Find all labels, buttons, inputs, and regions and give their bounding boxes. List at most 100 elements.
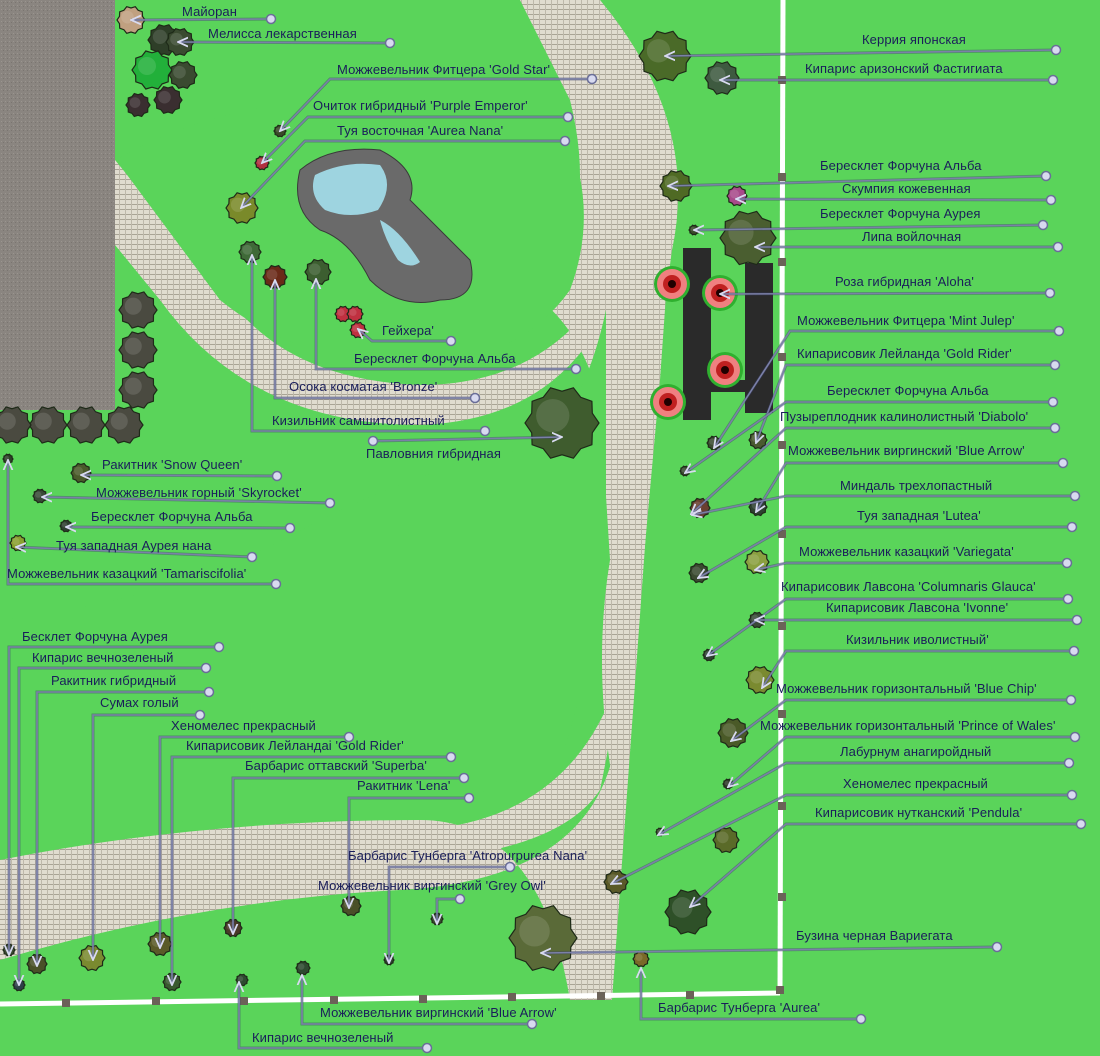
plant-label: Ракитник 'Snow Queen' — [102, 457, 243, 472]
leader-anchor-dot — [343, 731, 355, 743]
leader-anchor-dot — [270, 578, 282, 590]
plant-label: Кипарис вечнозеленый — [32, 650, 174, 665]
plant-label: Хеномелес прекрасный — [843, 776, 988, 791]
leader-line — [541, 941, 1003, 954]
plant-label: Роза гибридная 'Aloha' — [835, 274, 974, 289]
plant-symbol — [304, 258, 332, 286]
leader-anchor-dot — [570, 363, 582, 375]
plant-label: Кизильник иволистный' — [846, 632, 989, 647]
plant-symbol — [70, 462, 92, 484]
plant-label: Можжевельник горный 'Skyrocket' — [96, 485, 302, 500]
plant-label: Бересклет Форчуна Альба — [820, 158, 982, 173]
leader-anchor-dot — [458, 772, 470, 784]
leader-anchor-dot — [1066, 789, 1078, 801]
leader-anchor-dot — [1071, 614, 1083, 626]
lawn-island — [0, 310, 606, 845]
plant-label: Можжевельник казацкий 'Variegata' — [799, 544, 1014, 559]
leader-line — [302, 975, 538, 1030]
leader-line — [241, 135, 571, 209]
plant-label: Бересклет Форчуна Альба — [354, 351, 516, 366]
leader-anchor-dot — [586, 73, 598, 85]
leader-anchor-dot — [1045, 194, 1057, 206]
plant-label: Бересклет Форчуна Альба — [827, 383, 989, 398]
rose-bush — [707, 352, 743, 388]
plant-label: Можжевельник горизонтальный 'Blue Chip' — [776, 681, 1037, 696]
leader-anchor-dot — [469, 392, 481, 404]
leader-anchor-dot — [559, 135, 571, 147]
plant-label: Ракитник гибридный — [51, 673, 177, 688]
leader-line — [93, 709, 206, 961]
leader-line — [720, 287, 1056, 299]
leader-anchor-dot — [1049, 359, 1061, 371]
plant-label: Туя западная 'Lutea' — [857, 508, 981, 523]
plant-label: Пузыреплодник калинолистный 'Diabolo' — [780, 409, 1029, 424]
plant-label: Барбарис Тунберга 'Aurea' — [658, 1000, 821, 1015]
leader-line — [262, 111, 574, 164]
leader-anchor-dot — [1044, 287, 1056, 299]
plant-symbol — [508, 905, 578, 971]
leader-anchor-dot — [1057, 457, 1069, 469]
leader-anchor-dot — [1069, 731, 1081, 743]
leader-line — [172, 751, 457, 986]
plant-symbol — [632, 950, 650, 968]
leader-line — [760, 645, 1080, 689]
leader-anchor-dot — [203, 686, 215, 698]
leader-line — [728, 731, 1081, 788]
plant-symbol — [104, 406, 144, 444]
plant-label: Бузина черная Вариегата — [796, 928, 953, 943]
plant-label: Кипарисовик нутканский 'Pendula' — [815, 805, 1023, 820]
plant-label: Туя западная Аурея нана — [56, 538, 212, 553]
leader-anchor-dot — [1065, 694, 1077, 706]
plant-symbol — [726, 185, 748, 207]
leader-anchor-dot — [454, 893, 466, 905]
leader-anchor-dot — [213, 641, 225, 653]
plant-label: Миндаль трехлопастный — [840, 478, 993, 493]
leader-anchor-dot — [367, 435, 379, 447]
plant-label: Мелисса лекарственная — [208, 26, 357, 41]
plant-symbol — [745, 666, 775, 694]
plant-symbol — [118, 331, 158, 369]
plant-symbol — [524, 387, 600, 459]
plant-label: Кипарисовик Лавсона 'Ivonne' — [826, 600, 1009, 615]
plant-label: Можжевельник виргинский 'Grey Owl' — [318, 878, 546, 893]
leader-line — [668, 170, 1052, 187]
plant-label: Можжевельник виргинский 'Blue Arrow' — [788, 443, 1025, 458]
plant-symbol — [153, 86, 183, 114]
leader-anchor-dot — [265, 13, 277, 25]
leader-anchor-dot — [1075, 818, 1087, 830]
rose-bush — [650, 384, 686, 420]
plant-label: Можжевельник казацкий 'Tamariscifolia' — [7, 566, 247, 581]
plant-label: Осока косматая 'Bronze' — [289, 379, 438, 394]
leader-anchor-dot — [284, 522, 296, 534]
leader-anchor-dot — [479, 425, 491, 437]
plant-label: Лабурнум анагиройдный — [840, 744, 992, 759]
plant-label: Можжевельник горизонтальный 'Prince of W… — [760, 718, 1056, 733]
plant-label: Гейхера' — [382, 323, 434, 338]
leader-line — [641, 968, 867, 1025]
plant-label: Бересклет Форчуна Альба — [91, 509, 253, 524]
leader-anchor-dot — [1053, 325, 1065, 337]
leader-line — [755, 614, 1083, 626]
plant-label: Бесклет Форчуна Аурея — [22, 629, 168, 644]
plant-label: Бересклет Форчуна Аурея — [820, 206, 981, 221]
leader-anchor-dot — [1037, 219, 1049, 231]
plant-label: Хеномелес прекрасный — [171, 718, 316, 733]
plant-label: Кизильник самшитолистный — [272, 413, 445, 428]
plant-label: Кипарисовик Лейландаі 'Gold Rider' — [186, 738, 404, 753]
leader-line — [691, 422, 1061, 515]
leader-line — [16, 547, 258, 563]
plant-label: Павловния гибридная — [366, 446, 502, 461]
plant-symbol — [66, 406, 106, 444]
leader-line — [280, 73, 598, 132]
leader-anchor-dot — [855, 1013, 867, 1025]
leader-line — [349, 792, 475, 909]
leader-anchor-dot — [1049, 422, 1061, 434]
leader-line — [42, 497, 336, 509]
leader-anchor-dot — [526, 1018, 538, 1030]
leader-line — [239, 982, 433, 1054]
leader-line — [720, 76, 1059, 85]
leader-anchor-dot — [421, 1042, 433, 1054]
leader-line — [611, 789, 1078, 886]
plant-label: Можжевельник Фитцера 'Gold Star' — [337, 62, 551, 77]
leader-line — [755, 557, 1073, 571]
